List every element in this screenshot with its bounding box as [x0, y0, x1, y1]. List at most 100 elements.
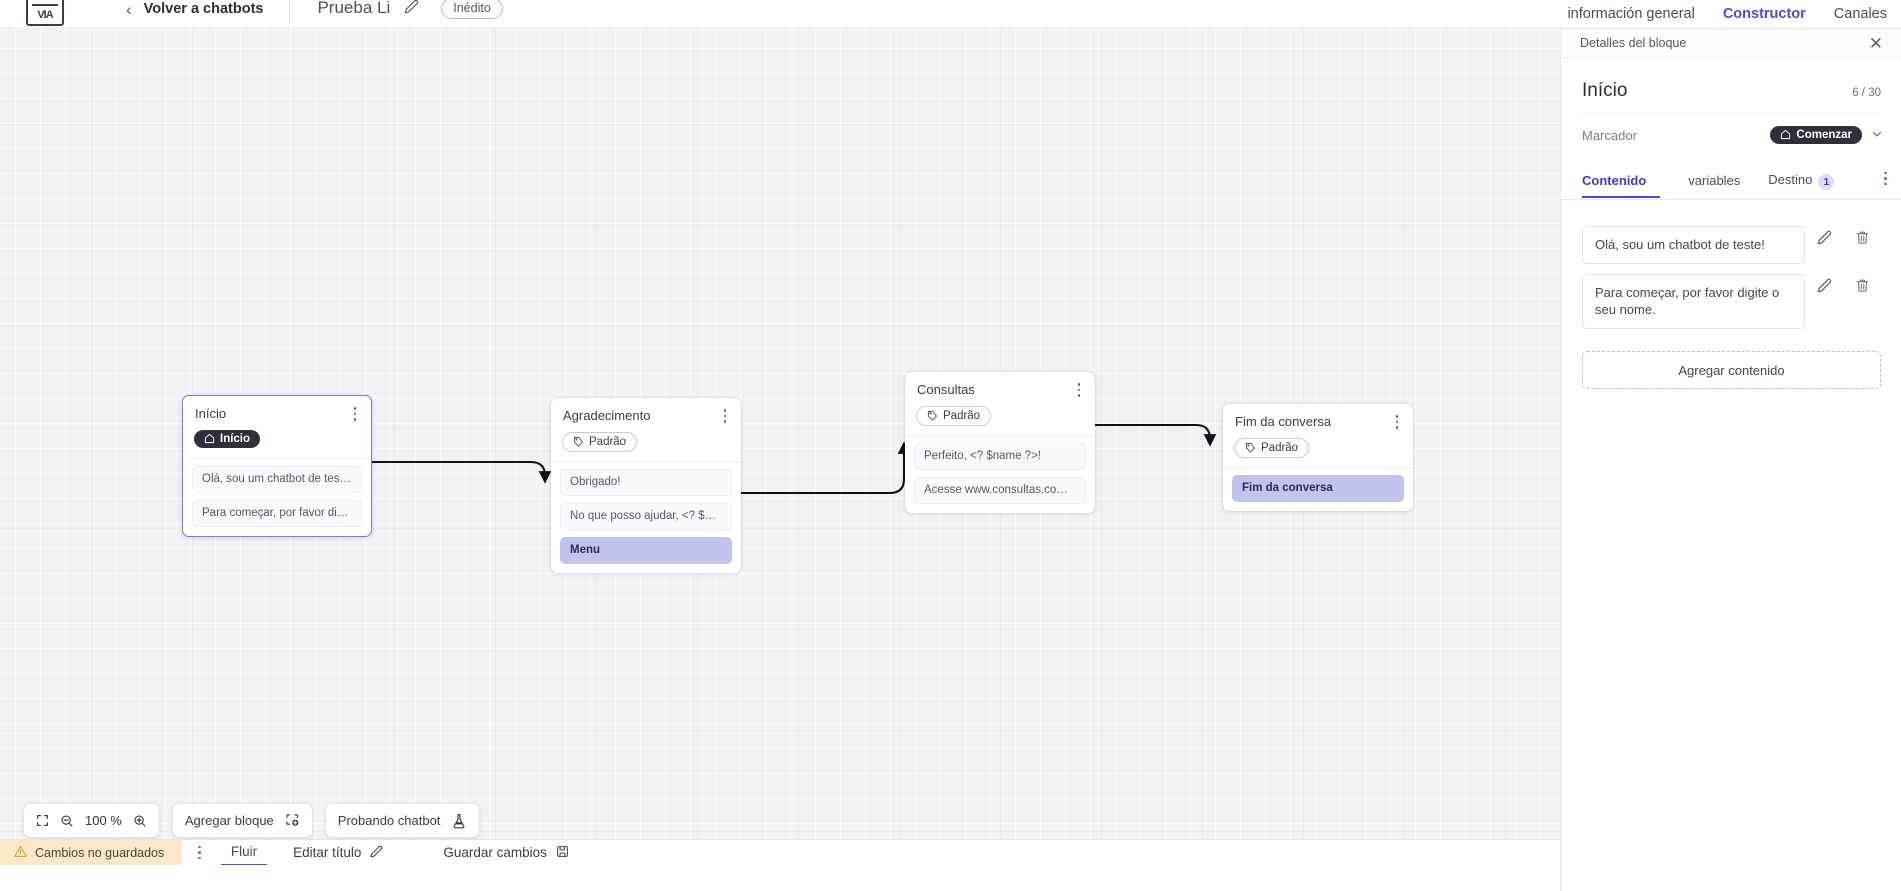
- node-header: Agradecimento: [560, 407, 732, 425]
- marker-badge[interactable]: Comenzar: [1770, 126, 1862, 144]
- test-chatbot-label: Probando chatbot: [337, 813, 441, 828]
- unsaved-changes-badge: Cambios no guardados: [0, 839, 183, 865]
- home-icon: [1781, 129, 1791, 140]
- back-to-chatbots-link[interactable]: Volver a chatbots: [143, 0, 264, 17]
- tab-fluir[interactable]: Fluir: [220, 840, 268, 865]
- node-title: Consultas: [917, 382, 975, 397]
- content-row: Olá, sou um chatbot de teste!: [1582, 226, 1881, 264]
- tab-contenido[interactable]: Contenido: [1582, 167, 1661, 198]
- edit-title-button[interactable]: Editar título: [293, 845, 383, 861]
- node-message[interactable]: Perfeito, <? $name ?>!: [914, 443, 1086, 470]
- content-text[interactable]: Para começar, por favor digite o seu nom…: [1582, 274, 1805, 329]
- pencil-icon: [370, 845, 383, 861]
- zoom-in-icon[interactable]: [133, 814, 147, 828]
- kebab-icon[interactable]: [1390, 413, 1404, 431]
- tag-icon: [1245, 442, 1255, 453]
- node-chip: Início: [194, 430, 261, 448]
- unsaved-changes-label: Cambios no guardados: [35, 845, 165, 860]
- tab-destino-label: Destino: [1768, 172, 1813, 187]
- tab-constructor[interactable]: Constructor: [1708, 0, 1820, 32]
- kebab-icon[interactable]: [198, 845, 201, 860]
- row-actions: [1805, 226, 1881, 245]
- zoom-level: 100 %: [85, 813, 122, 828]
- save-changes-button[interactable]: Guardar cambios: [443, 845, 569, 861]
- app-logo[interactable]: VIA: [26, 0, 64, 26]
- add-block-label: Agregar bloque: [184, 813, 274, 828]
- node-message-accent[interactable]: Fim da conversa: [1232, 475, 1404, 502]
- zoom-out-icon[interactable]: [60, 814, 74, 828]
- pencil-icon[interactable]: [1805, 278, 1843, 293]
- chevron-left-icon[interactable]: ‹: [126, 0, 132, 19]
- close-icon[interactable]: ✕: [1868, 33, 1883, 53]
- bottom-bar: Cambios no guardados Fluir Editar título…: [0, 839, 1561, 865]
- kebab-icon[interactable]: [348, 405, 362, 423]
- marker-row: Marcador Comenzar: [1561, 114, 1901, 144]
- panel-title-row: Início 6 / 30: [1561, 58, 1901, 102]
- node-chip-label: Padrão: [1261, 441, 1299, 454]
- node-chip-label: Padrão: [943, 409, 981, 422]
- node-message[interactable]: No que posso ajudar, <? $name ...: [560, 503, 732, 530]
- flow-node-inicio[interactable]: Início Início Olá, sou um chatbot de tes…: [182, 395, 372, 537]
- pencil-icon[interactable]: [1805, 230, 1843, 245]
- flow-node-fim-da-conversa[interactable]: Fim da conversa Padrão Fim da conversa: [1223, 404, 1413, 511]
- flask-icon: [451, 813, 467, 829]
- fit-screen-icon[interactable]: [36, 814, 49, 827]
- tab-variables[interactable]: variables: [1688, 173, 1741, 188]
- logo-text: VIA: [37, 8, 53, 21]
- trash-icon[interactable]: [1843, 278, 1881, 293]
- kebab-icon[interactable]: [718, 407, 732, 425]
- divider: [1582, 113, 1880, 114]
- node-message[interactable]: Obrigado!: [560, 469, 732, 496]
- marker-label: Marcador: [1582, 127, 1637, 143]
- top-bar: VIA ‹ Volver a chatbots Prueba Li Inédit…: [0, 0, 1901, 27]
- node-message[interactable]: Acesse www.consultas.com par...: [914, 477, 1086, 504]
- test-chatbot-button[interactable]: Probando chatbot: [325, 804, 480, 837]
- add-block-button[interactable]: Agregar bloque: [172, 804, 312, 837]
- right-tab-bar: información general Constructor Canales: [1553, 0, 1901, 32]
- kebab-icon[interactable]: [1884, 171, 1893, 194]
- node-chip-label: Padrão: [589, 435, 627, 448]
- warning-icon: [14, 845, 27, 861]
- node-header: Início: [192, 405, 362, 423]
- node-chip: Padrão: [916, 406, 992, 426]
- tab-underline: [1550, 28, 1901, 29]
- edit-title-label: Editar título: [293, 845, 362, 860]
- marker-value: Comenzar: [1796, 128, 1852, 141]
- row-actions: [1805, 274, 1881, 293]
- add-block-icon: [285, 813, 300, 828]
- trash-icon[interactable]: [1843, 230, 1881, 245]
- node-chip-label: Início: [220, 432, 251, 445]
- node-title: Início: [195, 406, 227, 421]
- node-title: Fim da conversa: [1235, 414, 1332, 429]
- tab-informacion-general[interactable]: información general: [1567, 6, 1695, 22]
- pencil-icon[interactable]: [404, 0, 419, 19]
- kebab-icon[interactable]: [1072, 381, 1086, 399]
- content-row: Para começar, por favor digite o seu nom…: [1582, 274, 1881, 329]
- divider: [183, 458, 371, 459]
- zoom-controls: 100 %: [24, 804, 159, 837]
- bot-name: Prueba Li: [317, 0, 391, 17]
- flow-node-agradecimento[interactable]: Agradecimento Padrão Obrigado! No que po…: [551, 398, 741, 573]
- home-icon: [204, 433, 215, 444]
- flow-canvas[interactable]: Início Início Olá, sou um chatbot de tes…: [0, 27, 1561, 865]
- node-message[interactable]: Para começar, por favor digite o ...: [192, 500, 362, 527]
- save-icon: [556, 845, 569, 861]
- add-content-button[interactable]: Agregar contenido: [1582, 351, 1881, 389]
- panel-header-title: Detalles del bloque: [1580, 36, 1687, 50]
- divider: [1223, 467, 1413, 468]
- node-header: Consultas: [914, 381, 1086, 399]
- node-message-accent[interactable]: Menu: [560, 537, 732, 564]
- tab-canales[interactable]: Canales: [1833, 6, 1887, 22]
- marker-control[interactable]: Comenzar: [1770, 126, 1883, 144]
- divider: [551, 461, 741, 462]
- flow-node-consultas[interactable]: Consultas Padrão Perfeito, <? $name ?>! …: [905, 372, 1095, 513]
- status-badge: Inédito: [441, 0, 503, 19]
- content-text[interactable]: Olá, sou um chatbot de teste!: [1582, 226, 1805, 264]
- divider: [289, 0, 291, 27]
- node-message[interactable]: Olá, sou um chatbot de teste!: [192, 466, 362, 493]
- content-list: Olá, sou um chatbot de teste! Para começ…: [1561, 200, 1901, 329]
- page-title: Início: [1582, 80, 1628, 101]
- chevron-down-icon[interactable]: [1871, 128, 1883, 143]
